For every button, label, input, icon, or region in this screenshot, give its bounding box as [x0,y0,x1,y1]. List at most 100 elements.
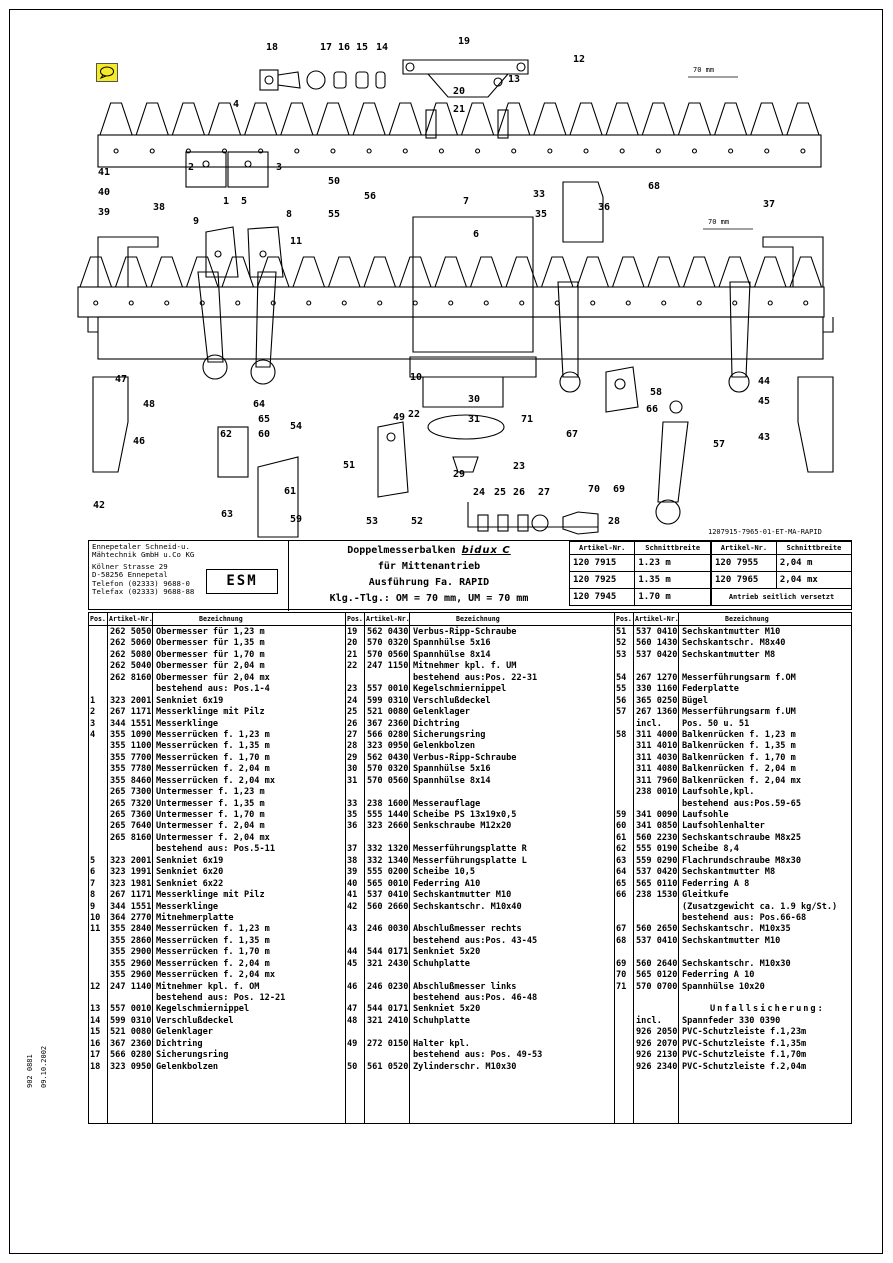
cell-art: 323 0950 [367,741,409,752]
cell-art: 262 8160 [110,672,152,683]
cell-art: 570 0560 [367,649,409,660]
company-line: Mähtechnik GmbH u.Co KG [92,550,195,560]
knife-tooth [533,102,567,136]
cell-pos: 71 [616,981,627,992]
cell-pos: 50 [347,1061,358,1072]
cell-art: 521 0080 [110,1027,152,1038]
callout-43: 43 [758,432,770,443]
callout-41: 41 [98,167,110,178]
cell-art: 926 2050 [636,1027,678,1038]
cell-art: 565 0010 [367,878,409,889]
cell-pos: 33 [347,798,358,809]
cell-desc: Obermesser für 2,04 m [156,661,265,672]
knife-tooth [221,256,255,288]
callout-12: 12 [573,54,585,65]
table-row [615,661,851,672]
cell-desc: Untermesser f. 1,70 m [156,810,265,820]
table-row: bestehend aus:Pos. 43-45 [346,936,614,947]
callout-28: 28 [608,516,620,527]
cell-pos: 61 [616,832,627,843]
callout-62: 62 [220,429,232,440]
cell-art: 311 4000 [636,729,678,740]
knife-tooth [79,256,113,288]
knife-tooth [647,256,681,288]
cell-pos: 2 [90,707,96,718]
cell-desc: Sechskantmutter M8 [682,649,776,660]
rivet [412,300,418,306]
cell-art: 555 0190 [636,844,678,855]
callout-65: 65 [258,414,270,425]
cell-desc: bestehend aus:Pos. 46-48 [413,993,538,1003]
comment-note-icon[interactable] [96,63,118,82]
callout-2: 2 [188,162,194,173]
cell-art: 570 0560 [367,775,409,786]
cell-pos: 12 [90,981,101,992]
rivet [511,148,517,154]
rivet [696,300,702,306]
cell-pos: 5 [90,855,96,866]
cell-pos: 56 [616,695,627,706]
cell-pos: 41 [347,890,358,901]
cell-art: 367 2360 [367,718,409,729]
cell-art: 262 5040 [110,661,152,672]
cell-art: 355 2840 [110,924,152,935]
callout-54: 54 [290,421,302,432]
cell-desc: Balkenrücken f. 1,70 m [682,752,796,763]
header-desc: Bezeichnung [456,615,500,623]
callout-21: 21 [453,104,465,115]
cell-art: 562 0430 [367,627,409,637]
cell-pos: 14 [90,1015,101,1026]
cell-art: 238 1600 [367,798,409,809]
cell-desc: Messerrücken f. 2,04 mx [156,970,275,981]
cell-art: 560 1430 [636,638,678,649]
company-line: Kölner Strasse 29 [92,561,168,571]
cell-desc: Gelenklager [156,1027,213,1038]
callout-19: 19 [458,36,470,47]
cell-desc: Messerauflage [413,798,481,809]
callout-64: 64 [253,399,265,410]
cell-pos: 35 [347,810,358,820]
cell-art: 560 2660 [367,901,409,912]
title-line-3: Ausführung Fa. RAPID [368,577,490,588]
parts-header: Pos.Artikel-Nr.Bezeichnung [346,613,614,626]
document-title: Doppelmesserbalken bidux C für Mittenant… [289,541,569,611]
callout-38: 38 [153,202,165,213]
cell-desc: bestehend aus: Pos.66-68 [682,912,807,923]
parts-header: Pos.Artikel-Nr.Bezeichnung [615,613,851,626]
cell-art: 323 0950 [110,1061,152,1072]
knife-tooth [569,102,603,136]
cell-art: 323 2001 [110,855,152,866]
cell-desc: bestehend aus: Pos. 12-21 [156,993,286,1003]
knife-tooth [497,102,531,136]
cell-desc: Senkniet 6x22 [156,878,224,889]
cell-art: 537 0410 [636,935,678,946]
cell-desc: Spannhülse 8x14 [413,775,491,786]
cell-desc: Pos. 50 u. 51 [682,718,750,729]
cell-desc: Sicherungsring [156,1050,229,1061]
cell-art: 537 0420 [636,867,678,878]
cell-art: 555 0200 [367,867,409,878]
cell-pos: 22 [347,661,358,672]
cell-desc: Senkniet 6x20 [156,867,224,878]
cell-pos: 36 [347,821,358,832]
sub-divider [364,613,365,1123]
cell-pos: 42 [347,901,358,912]
